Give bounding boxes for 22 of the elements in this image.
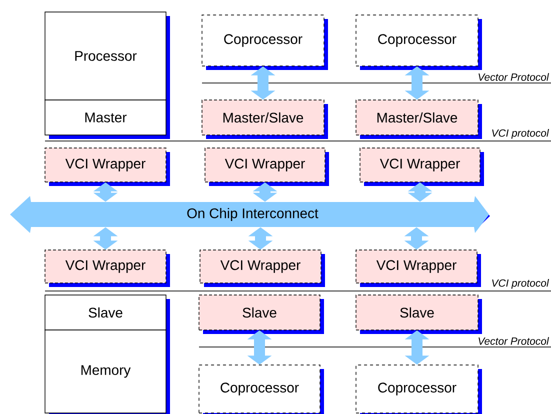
coprocessor-box: Coprocessor xyxy=(356,364,482,414)
component-box: Memory xyxy=(44,330,170,414)
interface-box: Slave xyxy=(198,294,324,334)
protocol-label: Vector Protocol xyxy=(478,337,550,345)
protocol-label: Vector Protocol xyxy=(478,73,550,81)
interface-box: VCI Wrapper xyxy=(44,148,170,186)
interface-box: VCI Wrapper xyxy=(356,250,481,287)
interface-box: Master/Slave xyxy=(202,100,328,139)
component-box: Processor xyxy=(44,12,170,100)
interface-box: VCI Wrapper xyxy=(44,250,170,287)
protocol-label: VCI protocol xyxy=(492,279,550,289)
interface-box: VCI Wrapper xyxy=(200,250,325,287)
component-box: Slave xyxy=(44,294,170,330)
coprocessor-box: Coprocessor xyxy=(202,14,328,70)
interface-box: Master/Slave xyxy=(356,100,482,139)
interface-box: VCI Wrapper xyxy=(204,148,329,186)
interface-box: VCI Wrapper xyxy=(360,148,484,186)
coprocessor-box: Coprocessor xyxy=(356,14,482,70)
coprocessor-box: Coprocessor xyxy=(198,364,324,414)
component-box: Master xyxy=(44,100,170,139)
protocol-label: VCI protocol xyxy=(492,129,550,139)
interface-box: Slave xyxy=(356,294,482,334)
